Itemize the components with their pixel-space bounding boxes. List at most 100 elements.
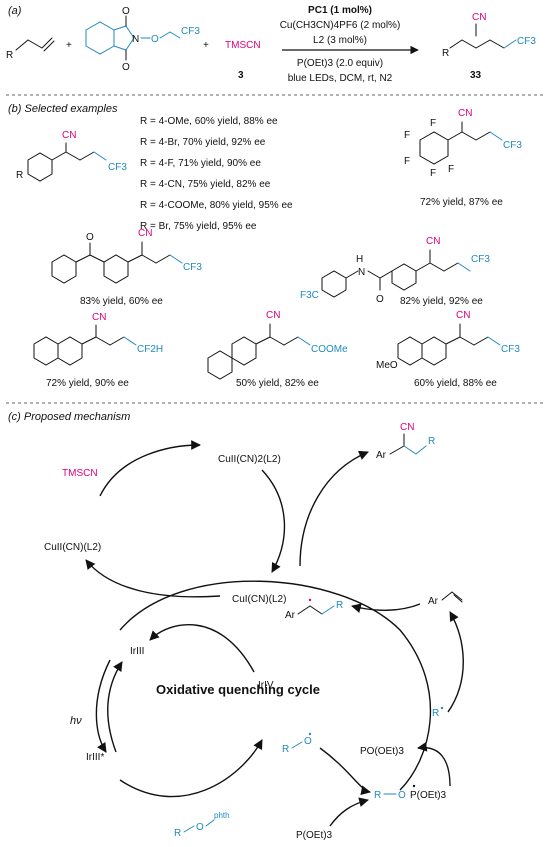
yield-benzophenone: 83% yield, 60% ee: [80, 296, 163, 307]
condition-l2: L2 (3 mol%): [313, 35, 367, 46]
svg-text:O: O: [196, 822, 204, 833]
svg-text:CN: CN: [62, 130, 76, 141]
svg-text:F: F: [404, 130, 410, 141]
mechanism-product: CN Ar R: [376, 422, 435, 461]
ir-cycle-arc-oxidation: [119, 739, 263, 798]
ir-cycle-arc-photo: [95, 659, 111, 753]
benzylic-radical: Ar R: [285, 598, 343, 621]
product-release-arc: [299, 450, 369, 567]
svg-text:CF3: CF3: [183, 262, 202, 273]
svg-text:R: R: [442, 48, 449, 59]
svg-text:CF3: CF3: [108, 162, 127, 173]
fragmentation-arc: [417, 741, 451, 787]
yield-naphthyl: 72% yield, 90% ee: [46, 378, 129, 389]
yield-benzamide: 82% yield, 92% ee: [400, 296, 483, 307]
svg-text:H: H: [356, 254, 363, 265]
styrene: Ar: [428, 591, 463, 607]
svg-text:CF3: CF3: [501, 344, 520, 355]
svg-text:F: F: [430, 168, 436, 179]
svg-text:R: R: [174, 828, 181, 839]
cu2-cn2-l2: CuII(CN)2(L2): [218, 454, 281, 465]
example-generic-aryl: R CN CF3: [16, 130, 127, 182]
svg-text:O: O: [304, 736, 312, 747]
radical-to-styrene-arc: [447, 611, 464, 713]
example-methoxynaphthyl: MeO CN CF3: [376, 310, 520, 371]
hv-label: hν: [70, 715, 82, 727]
reagent-number: 3: [238, 70, 244, 81]
svg-text:Ar: Ar: [428, 596, 439, 607]
ir3: IrIII: [130, 646, 144, 657]
svg-text:R: R: [336, 600, 343, 611]
svg-text:O: O: [122, 6, 130, 17]
example-naphthyl: CN CF2H: [33, 312, 163, 366]
svg-text:O: O: [86, 232, 94, 243]
alkene-substrate: R: [6, 37, 55, 61]
svg-text:CN: CN: [400, 422, 414, 433]
r-variant-2: R = 4-Br, 70% yield, 92% ee: [140, 137, 266, 148]
svg-text:N: N: [132, 34, 139, 45]
plus-sign-1: +: [66, 40, 72, 51]
r-variant-4: R = 4-CN, 75% yield, 82% ee: [140, 179, 271, 190]
svg-text:O: O: [122, 62, 130, 73]
alkoxy-radical: R O: [282, 732, 312, 755]
svg-text:F: F: [430, 118, 436, 129]
radical-r: R: [432, 708, 439, 719]
section-c-label: (c) Proposed mechanism: [8, 411, 130, 423]
svg-text:COOMe: COOMe: [311, 344, 348, 355]
tmscn-mechanism: TMSCN: [62, 468, 98, 479]
svg-text:R: R: [374, 790, 381, 801]
r-variant-1: R = 4-OMe, 60% yield, 88% ee: [140, 116, 278, 127]
svg-text:P(OEt)3: P(OEt)3: [410, 790, 447, 801]
r-variant-6: R = Br, 75% yield, 95% ee: [140, 221, 257, 232]
n-alkoxyphthalimide: O O N O CF3: [85, 6, 200, 73]
svg-text:O: O: [398, 790, 406, 801]
condition-cu: Cu(CH3CN)4PF6 (2 mol%): [280, 20, 401, 31]
example-benzophenone: O CN CF3: [51, 228, 202, 284]
phosphite-arc: [329, 797, 369, 827]
ir4: IrIV: [258, 680, 274, 691]
svg-text:F: F: [448, 164, 454, 175]
phosphite-reagent: P(OEt)3: [296, 830, 333, 841]
condition-light: blue LEDs, DCM, rt, N2: [288, 73, 393, 84]
tmscn-reagent: TMSCN: [225, 40, 261, 51]
cu-cycle-arc-top: [99, 440, 201, 497]
yield-biphenyl: 50% yield, 82% ee: [236, 378, 319, 389]
svg-text:MeO: MeO: [376, 360, 398, 371]
svg-text:Ar: Ar: [376, 450, 387, 461]
svg-text:CF3: CF3: [503, 140, 522, 151]
condition-phosphite: P(OEt)3 (2.0 equiv): [297, 58, 383, 69]
svg-text:R: R: [6, 50, 13, 61]
svg-text:CF3: CF3: [471, 254, 490, 265]
plus-sign-2: +: [203, 40, 209, 51]
section-b-label: (b) Selected examples: [8, 103, 118, 115]
svg-text:O: O: [151, 34, 159, 45]
svg-text:R: R: [16, 170, 23, 181]
r-o-phth: R O phth: [174, 811, 230, 839]
section-a-label: (a): [8, 5, 22, 17]
ir-cycle-arc-relax: [107, 661, 123, 753]
ir-cycle-arc-reduction: [149, 624, 255, 673]
svg-text:CN: CN: [266, 310, 280, 321]
cu1-cn-l2: CuI(CN)(L2): [232, 594, 286, 605]
svg-text:O: O: [376, 294, 384, 305]
svg-text:CN: CN: [426, 236, 440, 247]
example-biphenyl: CN COOMe: [207, 310, 348, 380]
svg-text:CF3: CF3: [181, 26, 200, 37]
cu-cycle-arc-right: [261, 469, 286, 573]
condition-pc1: PC1 (1 mol%): [308, 5, 372, 16]
yield-pentafluorophenyl: 72% yield, 87% ee: [420, 197, 503, 208]
example-pentafluorophenyl: F F F F F CN CF3: [404, 108, 522, 179]
svg-text:CF2H: CF2H: [137, 344, 163, 355]
svg-text:CN: CN: [92, 312, 106, 323]
ir3-star: IrIII*: [86, 752, 104, 763]
phosphine-oxide: PO(OEt)3: [360, 746, 404, 757]
cu-cycle-arc-left: [85, 559, 221, 598]
r-variant-3: R = 4-F, 71% yield, 90% ee: [140, 158, 261, 169]
product-33: CN CF3 R: [442, 12, 536, 59]
svg-text:F: F: [404, 156, 410, 167]
svg-text:Ar: Ar: [285, 610, 296, 621]
svg-text:CF3: CF3: [517, 36, 536, 47]
quenching-cycle-title: Oxidative quenching cycle: [156, 682, 320, 697]
r-variant-list: R = 4-OMe, 60% yield, 88% ee R = 4-Br, 7…: [140, 116, 293, 232]
